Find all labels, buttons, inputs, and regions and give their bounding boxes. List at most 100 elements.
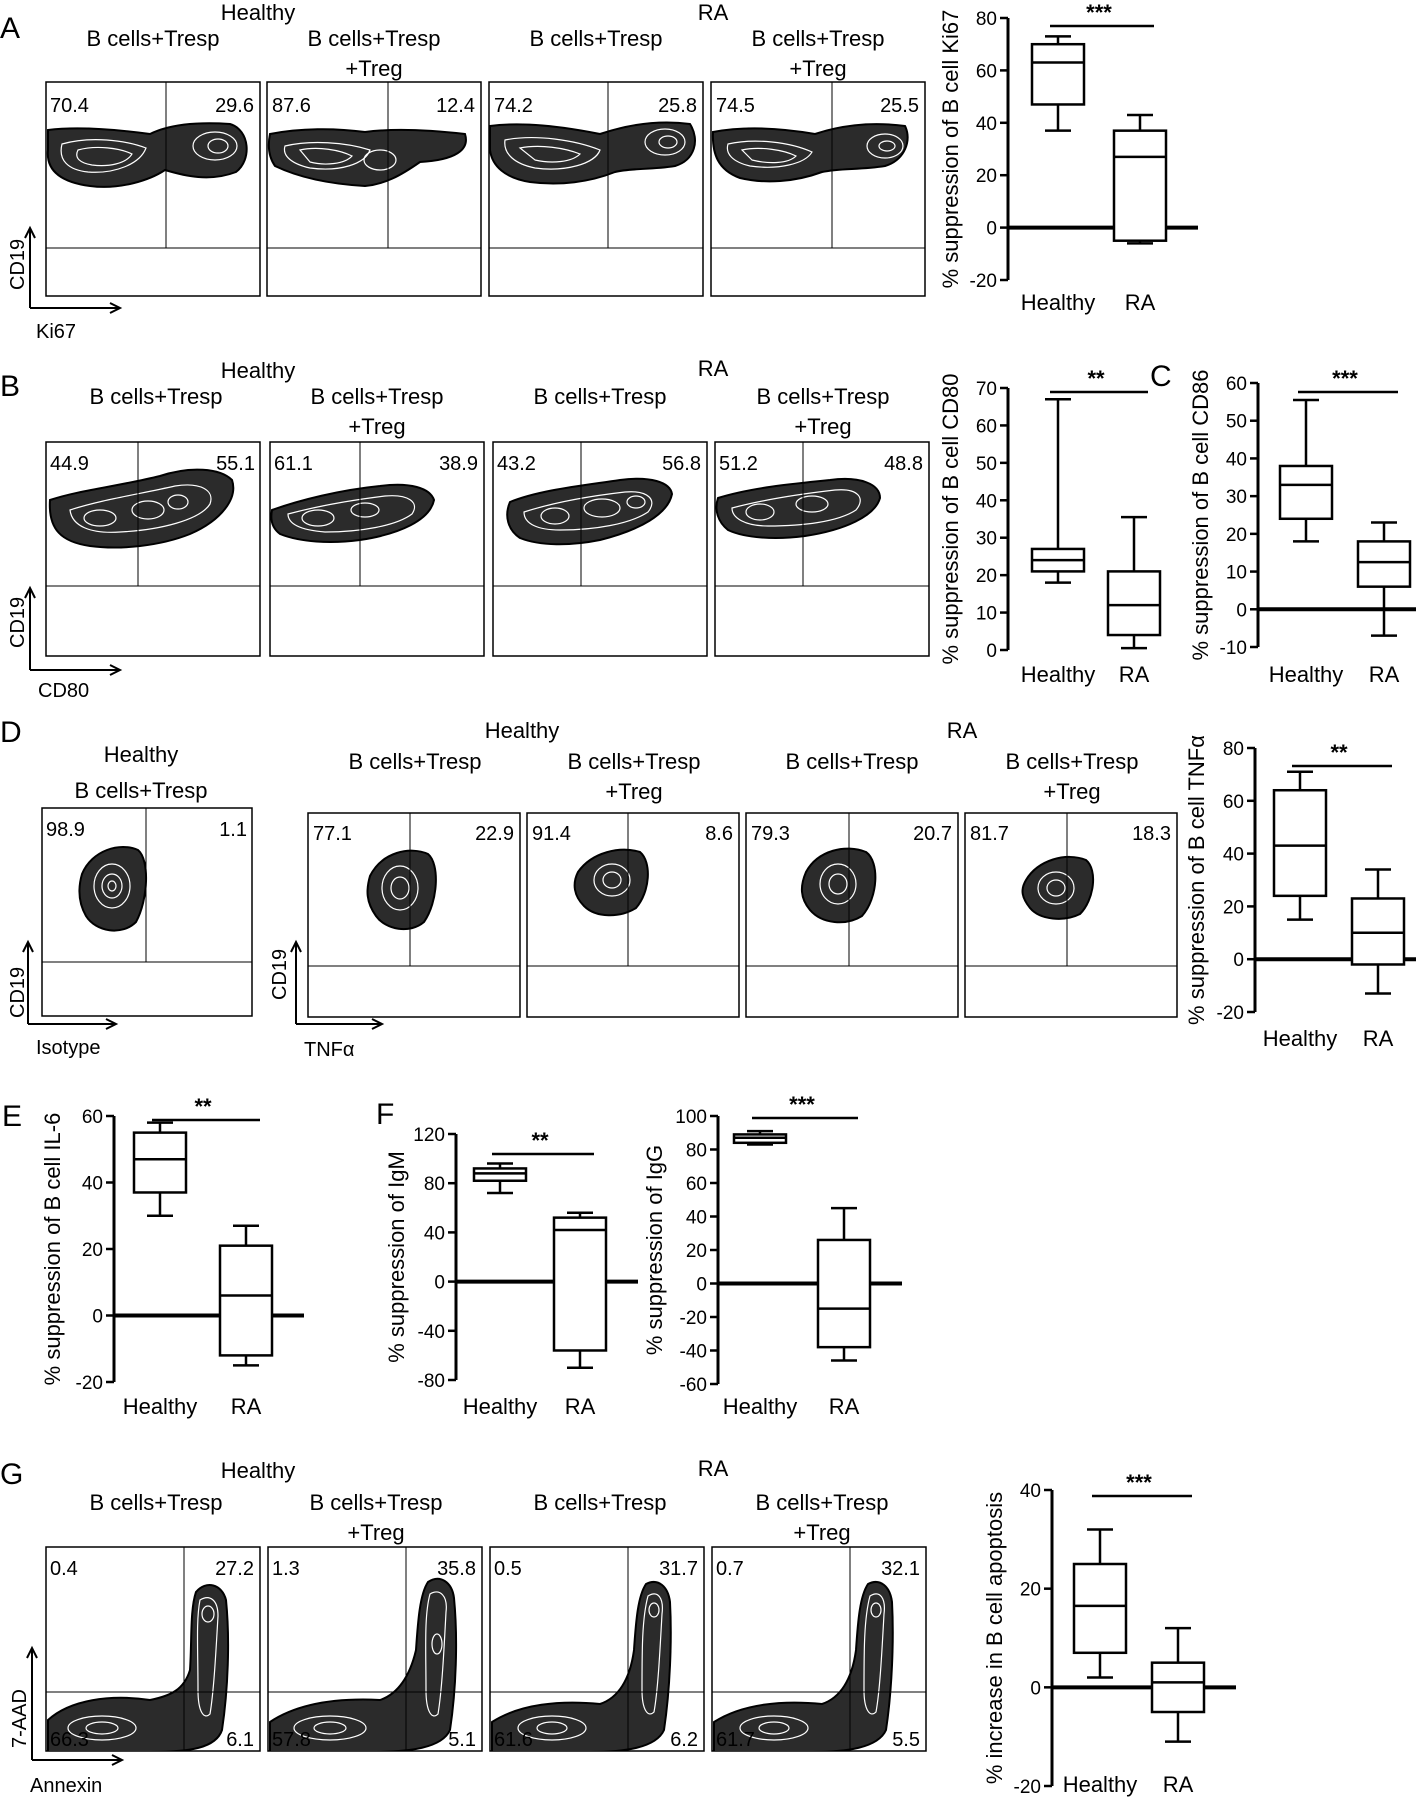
x-axis-label: Isotype	[36, 1037, 100, 1059]
y-tick-label: 0	[1030, 1678, 1041, 1699]
contour-density	[491, 1581, 672, 1751]
panel-letter-e: E	[2, 1100, 22, 1133]
y-axis-label: CD19	[269, 949, 291, 1000]
condition-label: +Treg	[789, 56, 846, 81]
panel-letter-c: C	[1150, 360, 1172, 393]
panel-b: B Healthy RA B cells+Tresp B cells+Tresp…	[0, 356, 930, 702]
y-tick-label: 80	[1223, 739, 1244, 760]
quadrant-value: 91.4	[532, 823, 571, 845]
significance-stars: **	[1330, 740, 1348, 765]
y-tick-label: 0	[92, 1307, 103, 1328]
y-tick-label: 20	[1226, 525, 1247, 546]
flow-plot: 0.4 27.2 66.3 6.1	[45, 1546, 261, 1752]
condition-label: B cells+Tresp	[310, 384, 443, 409]
flow-plot: 43.2 56.8	[492, 441, 708, 657]
y-tick-label: 30	[976, 529, 997, 550]
flow-plot: 1.3 35.8 57.8 5.1	[267, 1546, 483, 1752]
flow-plot: 0.5 31.7 61.6 6.2	[489, 1546, 705, 1752]
condition-label: B cells+Tresp	[755, 1490, 888, 1515]
y-tick-label: 20	[1020, 1580, 1041, 1601]
group-label-healthy: Healthy	[221, 0, 296, 25]
y-tick-label: 40	[82, 1174, 103, 1195]
box-ra	[1150, 1626, 1206, 1743]
contour-density	[47, 1584, 230, 1751]
quadrant-value: 32.1	[881, 1558, 920, 1580]
y-tick-label: 100	[675, 1107, 707, 1128]
quadrant-value: 57.8	[272, 1729, 311, 1751]
category-label: Healthy	[1021, 290, 1096, 315]
quadrant-value: 61.6	[494, 1729, 533, 1751]
contour-density	[715, 478, 882, 539]
y-tick-label: 50	[1226, 412, 1247, 433]
significance-stars: ***	[1332, 366, 1358, 391]
box-healthy	[1278, 398, 1334, 543]
y-tick-label: 0	[1233, 950, 1244, 971]
axis-arrows: CD19 Isotype	[7, 939, 119, 1059]
contour-density	[489, 121, 696, 185]
group-label-healthy: Healthy	[221, 358, 296, 383]
y-tick-label: 10	[1226, 563, 1247, 584]
quadrant-value: 6.1	[226, 1729, 254, 1751]
panel-letter-a: A	[0, 12, 20, 45]
y-tick-label: 40	[1223, 845, 1244, 866]
y-tick-label: -40	[418, 1322, 445, 1343]
panel-letter-g: G	[0, 1458, 23, 1491]
box-healthy	[1030, 397, 1086, 584]
panel-letter-f: F	[376, 1098, 394, 1131]
quadrant-value: 25.5	[880, 95, 919, 117]
panel-g: G Healthy RA B cells+Tresp B cells+Tresp…	[0, 1456, 927, 1797]
group-label-ra: RA	[947, 718, 978, 743]
y-tick-label: -20	[680, 1308, 707, 1329]
y-tick-label: 0	[434, 1273, 445, 1294]
group-label-ra: RA	[698, 0, 729, 25]
box-iqr	[816, 1238, 872, 1349]
flow-plot: 74.5 25.5	[710, 81, 926, 297]
condition-label: B cells+Tresp	[307, 26, 440, 51]
category-label: RA	[1125, 290, 1156, 315]
y-tick-label: 30	[1226, 487, 1247, 508]
quadrant-value: 29.6	[215, 95, 254, 117]
box-iqr	[1150, 1661, 1206, 1714]
y-axis-title: % suppression of B cell TNFα	[1184, 735, 1209, 1025]
y-tick-label: -10	[1220, 638, 1247, 659]
y-tick-label: -60	[680, 1375, 707, 1396]
flow-plot: 51.2 48.8	[714, 441, 930, 657]
box-healthy	[732, 1129, 788, 1146]
quadrant-value: 61.7	[716, 1729, 755, 1751]
category-label: RA	[1119, 662, 1150, 687]
flow-plot: 91.4 8.6	[526, 812, 740, 1018]
condition-label: +Treg	[345, 56, 402, 81]
category-label: Healthy	[123, 1394, 198, 1419]
contour-density	[270, 483, 436, 543]
quadrant-value: 38.9	[439, 453, 478, 475]
y-axis-title: % suppression of B cell CD86	[1188, 369, 1213, 660]
y-axis-label: CD19	[7, 597, 29, 648]
quadrant-value: 25.8	[658, 95, 697, 117]
box-iqr	[1072, 1562, 1128, 1655]
y-axis-title: % suppression of B cell IL-6	[40, 1113, 65, 1386]
y-tick-label: -80	[418, 1371, 445, 1392]
axis-arrows: CD19 Ki67	[7, 225, 123, 343]
contour-density	[711, 123, 909, 183]
y-tick-label: 40	[976, 114, 997, 135]
quadrant-value: 5.1	[448, 1729, 476, 1751]
category-label: Healthy	[1263, 1026, 1338, 1051]
axis-arrows: 7-AAD Annexin	[9, 1645, 125, 1797]
y-axis-title: % suppression of IgM	[384, 1151, 409, 1363]
condition-label: +Treg	[794, 414, 851, 439]
contour-density	[48, 468, 235, 549]
contour-density	[78, 846, 148, 932]
y-axis-title: % suppression of IgG	[642, 1145, 667, 1355]
condition-label: B cells+Tresp	[533, 384, 666, 409]
condition-label: B cells+Tresp	[86, 26, 219, 51]
quadrant-value: 48.8	[884, 453, 923, 475]
box-iqr	[1112, 129, 1168, 242]
contour-density	[267, 128, 467, 188]
y-tick-label: 120	[413, 1125, 445, 1146]
flow-plot: 44.9 55.1	[45, 441, 261, 657]
quadrant-value: 61.1	[274, 453, 313, 475]
category-label: RA	[565, 1394, 596, 1419]
quadrant-value: 74.2	[494, 95, 533, 117]
